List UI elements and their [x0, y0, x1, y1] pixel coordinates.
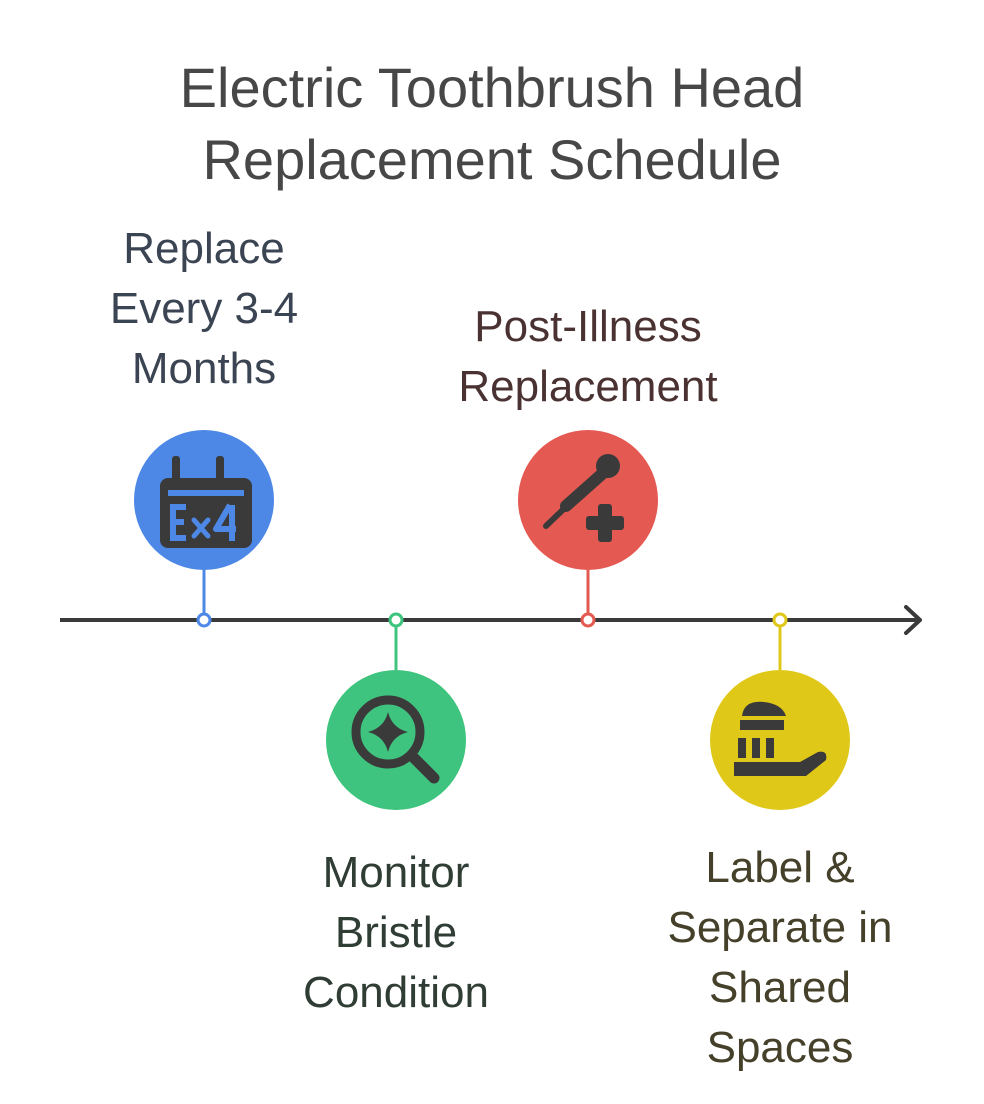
milestone-label-4-line-1: Label & — [705, 843, 855, 892]
magnifier-sparkle-icon — [351, 695, 440, 784]
milestone-label-1-line-2: Every 3-4 — [109, 284, 299, 333]
milestone-circle-2 — [326, 670, 466, 810]
timeline-marker-4 — [772, 612, 788, 628]
milestone-label-4-line-2: Separate in — [667, 903, 893, 952]
timeline-marker-3 — [580, 612, 596, 628]
page-title: Electric Toothbrush Head Replacement Sch… — [0, 52, 984, 196]
milestone-label-1: Replace Every 3-4 Months — [74, 219, 334, 399]
milestone-label-2-line-1: Monitor — [322, 848, 470, 897]
title-line-1: Electric Toothbrush Head — [179, 56, 805, 119]
milestone-label-separate-shared-spaces — [710, 612, 850, 810]
toothbrush-toothpaste-icon — [734, 701, 827, 776]
milestone-label-2: Monitor Bristle Condition — [266, 843, 526, 1023]
milestone-label-3: Post-Illness Replacement — [438, 297, 738, 417]
milestone-circle-3 — [518, 430, 658, 570]
milestone-label-1-line-3: Months — [131, 344, 277, 393]
timeline-marker-2 — [388, 612, 404, 628]
milestone-replace-every-3-4-months — [134, 430, 274, 628]
timeline-arrowhead — [904, 605, 922, 635]
milestone-label-1-line-1: Replace — [123, 224, 285, 273]
milestone-label-3-line-2: Replacement — [458, 362, 718, 411]
milestone-label-2-line-2: Bristle — [334, 908, 458, 957]
milestone-label-4-line-3: Shared — [709, 963, 851, 1012]
milestone-label-3-line-1: Post-Illness — [474, 302, 702, 351]
title-line-2: Replacement Schedule — [202, 128, 782, 191]
calendar-x4-icon — [160, 456, 252, 548]
milestone-label-4-line-4: Spaces — [706, 1023, 854, 1072]
milestone-post-illness-replacement — [518, 430, 658, 628]
milestone-label-2-line-3: Condition — [303, 968, 489, 1017]
milestone-circle-4 — [710, 670, 850, 810]
toothbrush-plus-icon — [543, 454, 624, 542]
timeline-marker-1 — [196, 612, 212, 628]
milestone-label-4: Label & Separate in Shared Spaces — [630, 838, 930, 1078]
milestone-monitor-bristle-condition — [326, 612, 466, 810]
